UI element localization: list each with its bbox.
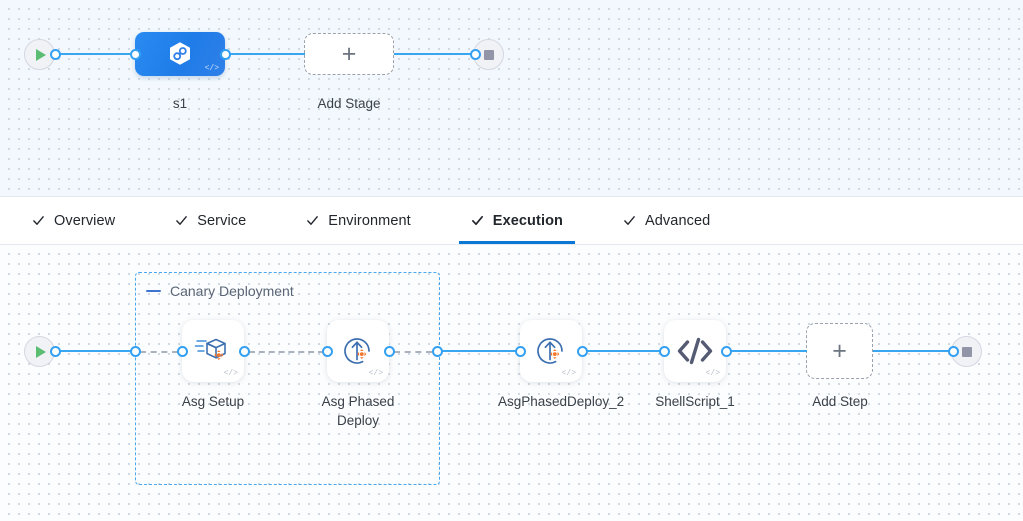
- shellscript1-code-badge: </>: [705, 369, 720, 378]
- stop-icon: [961, 346, 972, 357]
- connector-asgphased2-to-shellscript: [583, 350, 663, 353]
- tab-service-label: Service: [197, 212, 247, 229]
- connector-group-to-asgphased2: [440, 350, 520, 353]
- tab-execution-label: Execution: [492, 212, 563, 229]
- stage-node-s1[interactable]: </>: [135, 32, 225, 76]
- tab-advanced-label: Advanced: [645, 212, 711, 229]
- stop-icon: [483, 49, 494, 60]
- plus-icon: +: [341, 39, 357, 68]
- step-node-asg-phased-deploy[interactable]: </>: [327, 320, 389, 382]
- stage-start-port[interactable]: [50, 49, 61, 60]
- tab-overview-label: Overview: [54, 212, 116, 229]
- check-icon: [176, 216, 188, 225]
- asgphaseddeploy2-output-port[interactable]: [577, 346, 588, 357]
- check-icon: [624, 216, 635, 225]
- shellscript1-input-port[interactable]: [659, 346, 670, 357]
- pipeline-hexagon-icon: [170, 42, 190, 65]
- connector-shellscript-to-addstep: [727, 350, 807, 353]
- step-start-port[interactable]: [50, 346, 61, 357]
- group-collapse-toggle[interactable]: Canary Deployment: [146, 283, 294, 299]
- step-end-port[interactable]: [948, 346, 959, 357]
- stage-node-label: s1: [172, 96, 188, 111]
- connector-start-to-group: [55, 350, 133, 353]
- step-start-node[interactable]: [24, 336, 55, 367]
- add-stage-button[interactable]: +: [304, 33, 394, 75]
- group-entry-port[interactable]: [130, 346, 141, 357]
- connector-addstep-to-end: [873, 350, 956, 353]
- asgphaseddeploy2-input-port[interactable]: [515, 346, 526, 357]
- stage-node-output-port[interactable]: [220, 49, 231, 60]
- shellscript1-output-port[interactable]: [721, 346, 732, 357]
- check-icon: [33, 216, 44, 225]
- connector-start-to-stage: [55, 53, 140, 56]
- tab-overview[interactable]: Overview: [20, 197, 127, 244]
- minus-icon: [146, 289, 161, 293]
- execution-steps-canvas[interactable]: Canary Deployment: [0, 245, 1023, 521]
- section-tab-bar: Overview Service Environment Execution A…: [0, 196, 1023, 245]
- connector-stage-to-addstage: [225, 53, 305, 56]
- play-icon: [36, 345, 46, 358]
- asg-phased-deploy-code-badge: </>: [368, 369, 383, 378]
- step-label-shellscript-1: ShellScript_1: [655, 394, 735, 409]
- asg-phased-deploy-icon: [537, 338, 563, 364]
- step-node-asgphaseddeploy-2[interactable]: </>: [520, 320, 582, 382]
- stage-end-port[interactable]: [470, 49, 481, 60]
- check-icon: [471, 215, 483, 226]
- shell-script-icon: [677, 337, 713, 365]
- tab-execution[interactable]: Execution: [458, 197, 576, 244]
- group-exit-port[interactable]: [432, 346, 443, 357]
- connector-addstage-to-end: [394, 53, 480, 56]
- add-step-label: Add Step: [812, 394, 868, 409]
- stage-node-input-port[interactable]: [130, 49, 141, 60]
- connector-asgsetup-to-asgphased: [249, 351, 324, 353]
- stage-canvas[interactable]: </> s1 + Add Stage: [0, 0, 1023, 196]
- play-icon: [36, 48, 46, 61]
- connector-group-entry-to-asgsetup: [140, 351, 178, 353]
- asg-phased-deploy-input-port[interactable]: [322, 346, 333, 357]
- group-title-label: Canary Deployment: [170, 283, 294, 299]
- asg-setup-output-port[interactable]: [239, 346, 250, 357]
- tab-service[interactable]: Service: [163, 197, 258, 244]
- step-label-asgphaseddeploy-2: AsgPhasedDeploy_2: [498, 394, 625, 409]
- step-label-asg-setup: Asg Setup: [181, 394, 245, 409]
- stage-start-node[interactable]: [24, 39, 55, 70]
- step-label-asg-phased-deploy: Asg Phased Deploy: [321, 394, 395, 428]
- step-node-asg-setup[interactable]: </>: [182, 320, 244, 382]
- add-stage-label: Add Stage: [317, 96, 381, 111]
- step-end-node[interactable]: [951, 336, 982, 367]
- asgphaseddeploy2-code-badge: </>: [561, 369, 576, 378]
- tab-environment[interactable]: Environment: [294, 197, 423, 244]
- add-step-button[interactable]: +: [806, 323, 873, 379]
- asg-setup-icon: [194, 338, 226, 360]
- asg-setup-code-badge: </>: [223, 369, 238, 378]
- step-node-shellscript-1[interactable]: </>: [664, 320, 726, 382]
- step-group-canary-deployment[interactable]: [135, 272, 440, 485]
- asg-phased-deploy-icon: [344, 338, 370, 364]
- check-icon: [307, 216, 319, 225]
- asg-setup-input-port[interactable]: [177, 346, 188, 357]
- connector-asgphased-to-group-exit: [394, 351, 432, 353]
- plus-icon: +: [832, 336, 847, 365]
- tab-environment-label: Environment: [328, 212, 411, 229]
- asg-phased-deploy-output-port[interactable]: [384, 346, 395, 357]
- tab-advanced[interactable]: Advanced: [611, 197, 722, 244]
- stage-code-badge: </>: [204, 64, 219, 73]
